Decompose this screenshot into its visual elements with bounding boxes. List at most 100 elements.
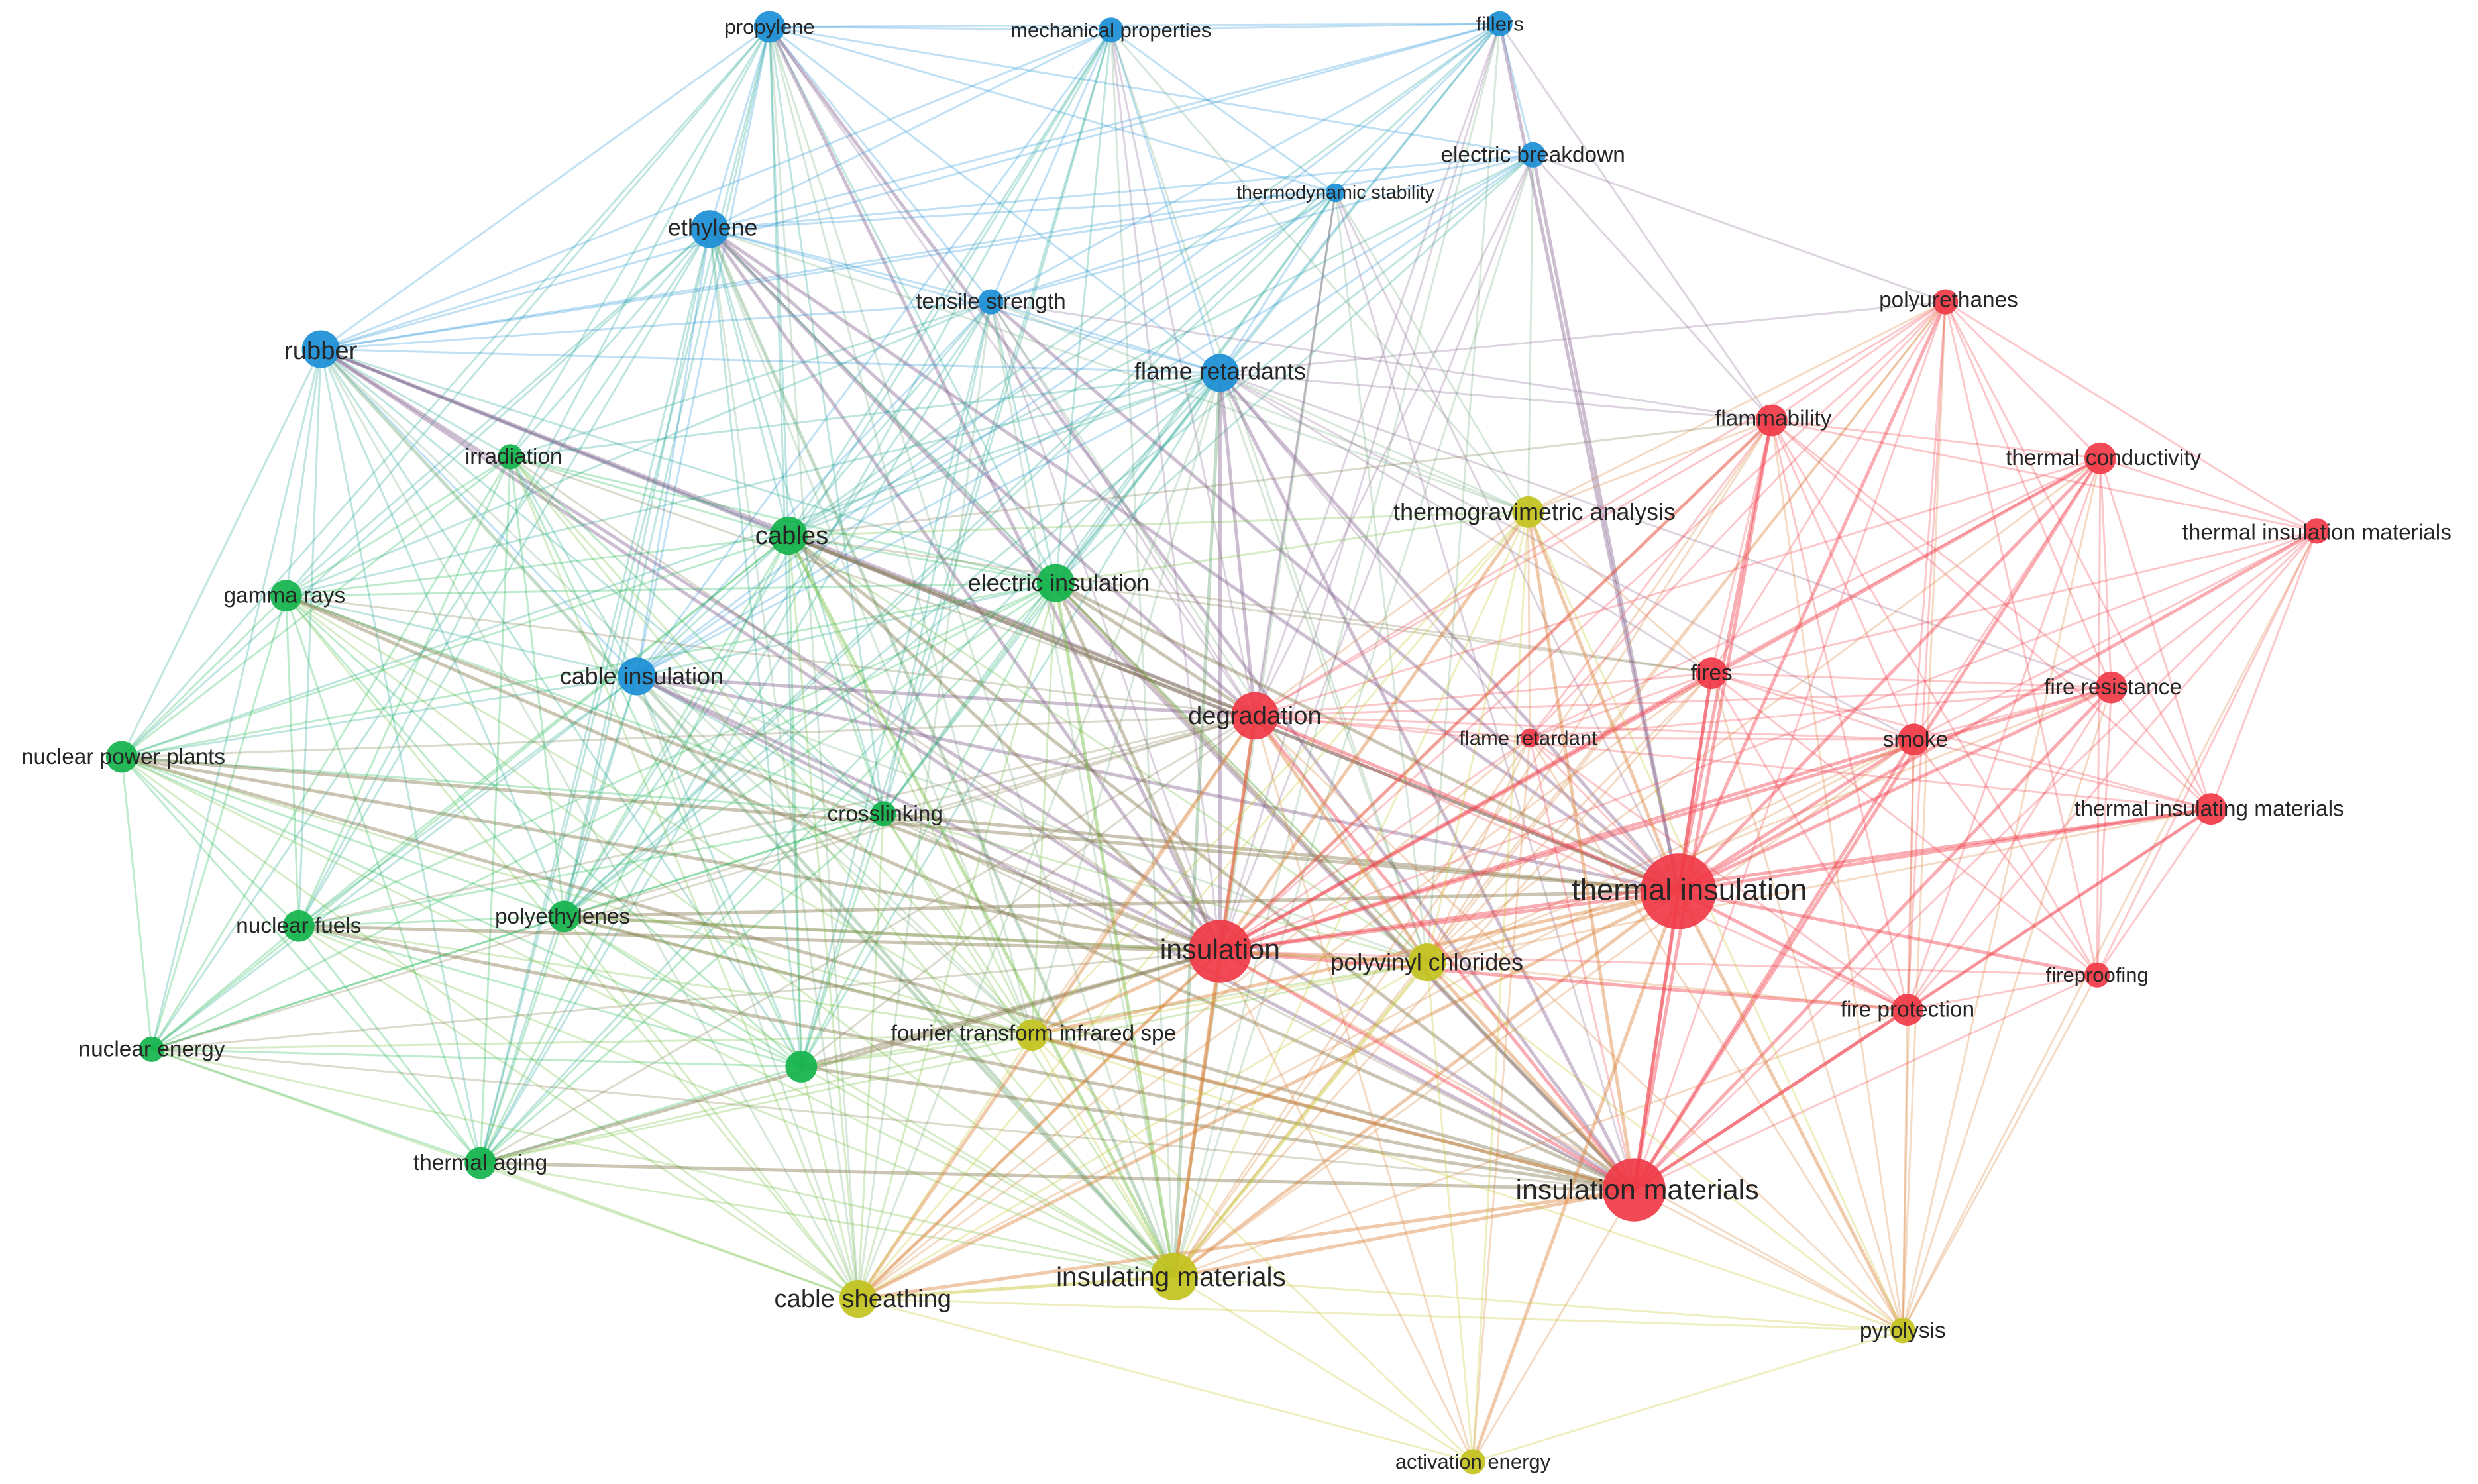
node-thermal-aging[interactable] xyxy=(464,1147,496,1179)
edge-polyurethanes-flame_retardant xyxy=(1529,301,1947,739)
node-nuclear-power-plants[interactable] xyxy=(105,741,138,773)
node-thermal-conductivity[interactable] xyxy=(2084,442,2116,474)
edge-fire_resistance-thermal_insulating_materials xyxy=(2110,686,2212,810)
edge-irradiation-nuclear_energy xyxy=(150,455,512,1051)
edge-thermogravimetric_analysis-polyvinyl_chlorides xyxy=(1426,511,1529,964)
edge-flame_retardant-fire_protection xyxy=(1529,737,1909,1011)
node-thermogravimetric-analysis[interactable] xyxy=(1512,496,1544,528)
node-polyurethanes[interactable] xyxy=(1933,289,1959,315)
node-electric-insulation[interactable] xyxy=(1036,564,1075,602)
edge-ftir-cable_sheathing xyxy=(857,1034,1033,1300)
edge-crosslinking-cable_sheathing xyxy=(857,812,885,1300)
edge-thermal_conductivity-smoke xyxy=(1913,457,2102,741)
edge-mechanical_properties-rubber xyxy=(319,28,1112,350)
edge-tensile_strength-flame_retardants xyxy=(990,301,1221,374)
edge-cables-polyethylenes xyxy=(563,535,790,918)
edge-cables-electric_insulation xyxy=(787,535,1057,584)
edge-mechanical_properties-degradation xyxy=(1110,28,1256,717)
edge-degradation-ftir xyxy=(1031,715,1256,1036)
node-polyethylenes[interactable] xyxy=(548,900,580,933)
label-polyethylenes: polyethylenes xyxy=(495,904,630,929)
node-fires[interactable] xyxy=(1696,657,1728,689)
node-fillers[interactable] xyxy=(1487,11,1513,36)
edge-insulation_materials-thermogravimetric_analysis xyxy=(1527,510,1636,1192)
edge-flame_retardants-cable_sheathing xyxy=(857,372,1221,1300)
node-flame-retardants[interactable] xyxy=(1201,354,1239,392)
edge-ethylene-cable_sheathing xyxy=(708,228,859,1300)
edge-cable_insulation-insulation_materials xyxy=(635,674,1636,1192)
node-thermal-insulation-materials[interactable] xyxy=(2304,518,2330,544)
node-nuclear-energy[interactable] xyxy=(138,1036,165,1062)
edge-polyurethanes-thermal_insulating_materials xyxy=(1944,301,2212,810)
node-cables[interactable] xyxy=(769,517,808,555)
edge-thermal_insulation_materials-pyrolysis xyxy=(1902,529,2318,1332)
node-pyrolysis[interactable] xyxy=(1890,1318,1915,1344)
node-polyvinyl-chlorides[interactable] xyxy=(1408,943,1446,982)
node-ftir[interactable] xyxy=(1016,1019,1048,1051)
edge-electric_insulation-nuclear_power_plants xyxy=(121,582,1057,758)
edge-propylene-flame_retardants xyxy=(769,26,1221,374)
edge-irradiation-unlabeled_green xyxy=(509,455,802,1068)
node-tensile-strength[interactable] xyxy=(978,289,1004,315)
edge-propylene-irradiation xyxy=(509,26,771,458)
node-gamma-rays[interactable] xyxy=(270,580,302,612)
node-insulation[interactable] xyxy=(1188,920,1252,983)
edge-flammability-pyrolysis xyxy=(1770,419,1904,1332)
node-thermal-insulating-materials[interactable] xyxy=(2195,793,2227,825)
edge-fires-thermal_insulating_materials xyxy=(1710,672,2212,810)
edge-nuclear_power_plants-insulating_materials xyxy=(121,756,1175,1278)
edge-fire_resistance-insulation xyxy=(1218,686,2114,953)
edge-ethylene-nuclear_power_plants xyxy=(121,228,711,758)
edge-tensile_strength-insulating_materials xyxy=(990,301,1175,1278)
edge-cables-crosslinking xyxy=(787,535,885,815)
node-electric-breakdown[interactable] xyxy=(1520,142,1546,168)
edge-thermodynamic_stability-cable_insulation xyxy=(635,191,1336,678)
node-smoke[interactable] xyxy=(1898,723,1930,756)
edge-nuclear_fuels-thermal_aging xyxy=(297,925,482,1164)
edge-mechanical_properties-thermodynamic_stability xyxy=(1110,28,1336,194)
edge-rubber-insulation_materials xyxy=(319,347,1636,1192)
edge-cable_insulation-nuclear_energy xyxy=(150,675,638,1051)
node-fire-protection[interactable] xyxy=(1892,994,1923,1026)
edge-smoke-insulation xyxy=(1218,737,1915,953)
node-fireproofing[interactable] xyxy=(2084,962,2110,988)
node-mechanical-properties[interactable] xyxy=(1098,17,1124,43)
node-propylene[interactable] xyxy=(753,11,786,43)
node-degradation[interactable] xyxy=(1231,692,1279,740)
node-nuclear-fuels[interactable] xyxy=(282,910,315,942)
node-irradiation[interactable] xyxy=(498,444,523,470)
edge-fire_resistance-polyvinyl_chlorides xyxy=(1426,686,2113,964)
node-fire-resistance[interactable] xyxy=(2095,671,2128,704)
node-flammability[interactable] xyxy=(1755,404,1788,437)
node-rubber[interactable] xyxy=(301,330,340,368)
edge-cable_insulation-ftir xyxy=(635,675,1033,1036)
node-cable-insulation[interactable] xyxy=(618,657,656,696)
edge-fire_protection-polyvinyl_chlorides xyxy=(1426,961,1909,1011)
edge-thermal_aging-ftir xyxy=(479,1034,1033,1164)
edge-propylene-nuclear_power_plants xyxy=(121,26,771,758)
node-crosslinking[interactable] xyxy=(871,801,896,827)
node-cable-sheathing[interactable] xyxy=(839,1280,877,1318)
label-gamma-rays: gamma rays xyxy=(223,584,345,608)
node-insulation-materials[interactable] xyxy=(1602,1158,1666,1222)
node-ethylene[interactable] xyxy=(690,210,729,248)
label-insulation: insulation xyxy=(1160,934,1280,966)
node-thermodynamic-stability[interactable] xyxy=(1326,183,1345,203)
node-insulating-materials[interactable] xyxy=(1150,1253,1198,1300)
edge-cables-fires xyxy=(787,535,1713,674)
edge-flame_retardant-insulation_materials xyxy=(1529,737,1635,1191)
edge-nuclear_power_plants-unlabeled_green xyxy=(121,756,802,1068)
edge-flame_retardants-polyvinyl_chlorides xyxy=(1218,372,1428,964)
edge-fillers-polyethylenes xyxy=(563,23,1501,918)
node-thermal-insulation[interactable] xyxy=(1640,853,1717,929)
node-activation-energy[interactable] xyxy=(1460,1449,1486,1475)
edge-rubber-flame_retardants xyxy=(319,348,1221,374)
label-tensile-strength: tensile strength xyxy=(916,290,1065,314)
edge-fireproofing-fire_protection xyxy=(1906,974,2098,1011)
edge-propylene-thermodynamic_stability xyxy=(769,26,1336,194)
node-unlabeled-green[interactable] xyxy=(785,1051,818,1083)
node-flame-retardant[interactable] xyxy=(1520,728,1540,748)
edge-nuclear_fuels-insulation xyxy=(297,924,1222,953)
edge-fire_resistance-flame_retardant xyxy=(1529,686,2113,739)
edge-electric_insulation-thermal_aging xyxy=(479,582,1057,1164)
